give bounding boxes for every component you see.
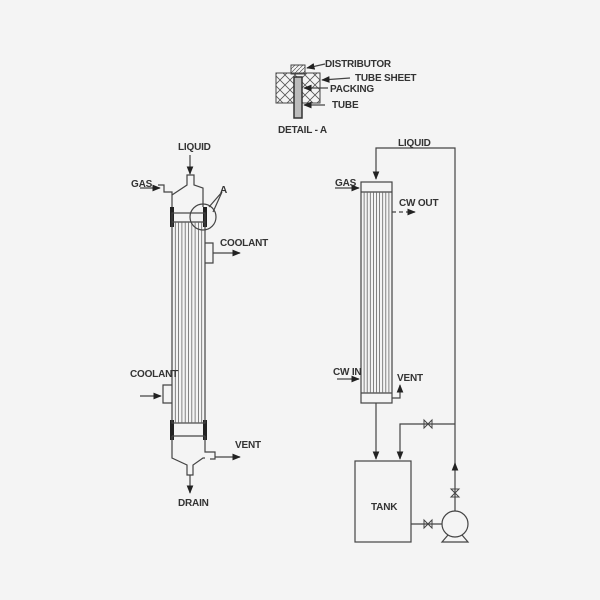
detail-a-callout xyxy=(189,203,217,231)
label-distributor: DISTRIBUTOR xyxy=(325,59,392,70)
distributor xyxy=(290,64,306,75)
right-system: LIQUID GAS CW OUT CW IN VENT TANK xyxy=(333,138,470,543)
detail-a: DISTRIBUTOR TUBE SHEET PACKING TUBE DETA… xyxy=(275,59,417,136)
left-tube-bundle xyxy=(174,222,203,423)
label-cw-in: CW IN xyxy=(333,367,361,378)
label-liquid-left: LIQUID xyxy=(178,142,211,153)
label-vent-left: VENT xyxy=(235,440,261,451)
label-vent-right: VENT xyxy=(397,373,423,384)
label-detail-a: DETAIL - A xyxy=(278,125,327,136)
tank xyxy=(354,460,412,543)
label-coolant-in: COOLANT xyxy=(130,369,178,380)
label-liquid-right: LIQUID xyxy=(398,138,431,149)
label-packing: PACKING xyxy=(330,84,374,95)
label-tank: TANK xyxy=(371,502,398,513)
left-condenser: LIQUID GAS A COOLANT COOLANT VENT DRAIN xyxy=(130,142,268,509)
label-coolant-out: COOLANT xyxy=(220,238,268,249)
pump xyxy=(441,510,469,538)
label-cw-out: CW OUT xyxy=(399,198,438,209)
label-a: A xyxy=(220,185,227,196)
label-tube: TUBE xyxy=(332,100,359,111)
tube xyxy=(293,76,303,119)
valve xyxy=(423,418,461,530)
label-tube-sheet: TUBE SHEET xyxy=(355,73,416,84)
label-drain: DRAIN xyxy=(178,498,209,509)
label-gas-right: GAS xyxy=(335,178,357,189)
label-gas-left: GAS xyxy=(131,179,153,190)
right-tube-bundle xyxy=(363,192,390,393)
